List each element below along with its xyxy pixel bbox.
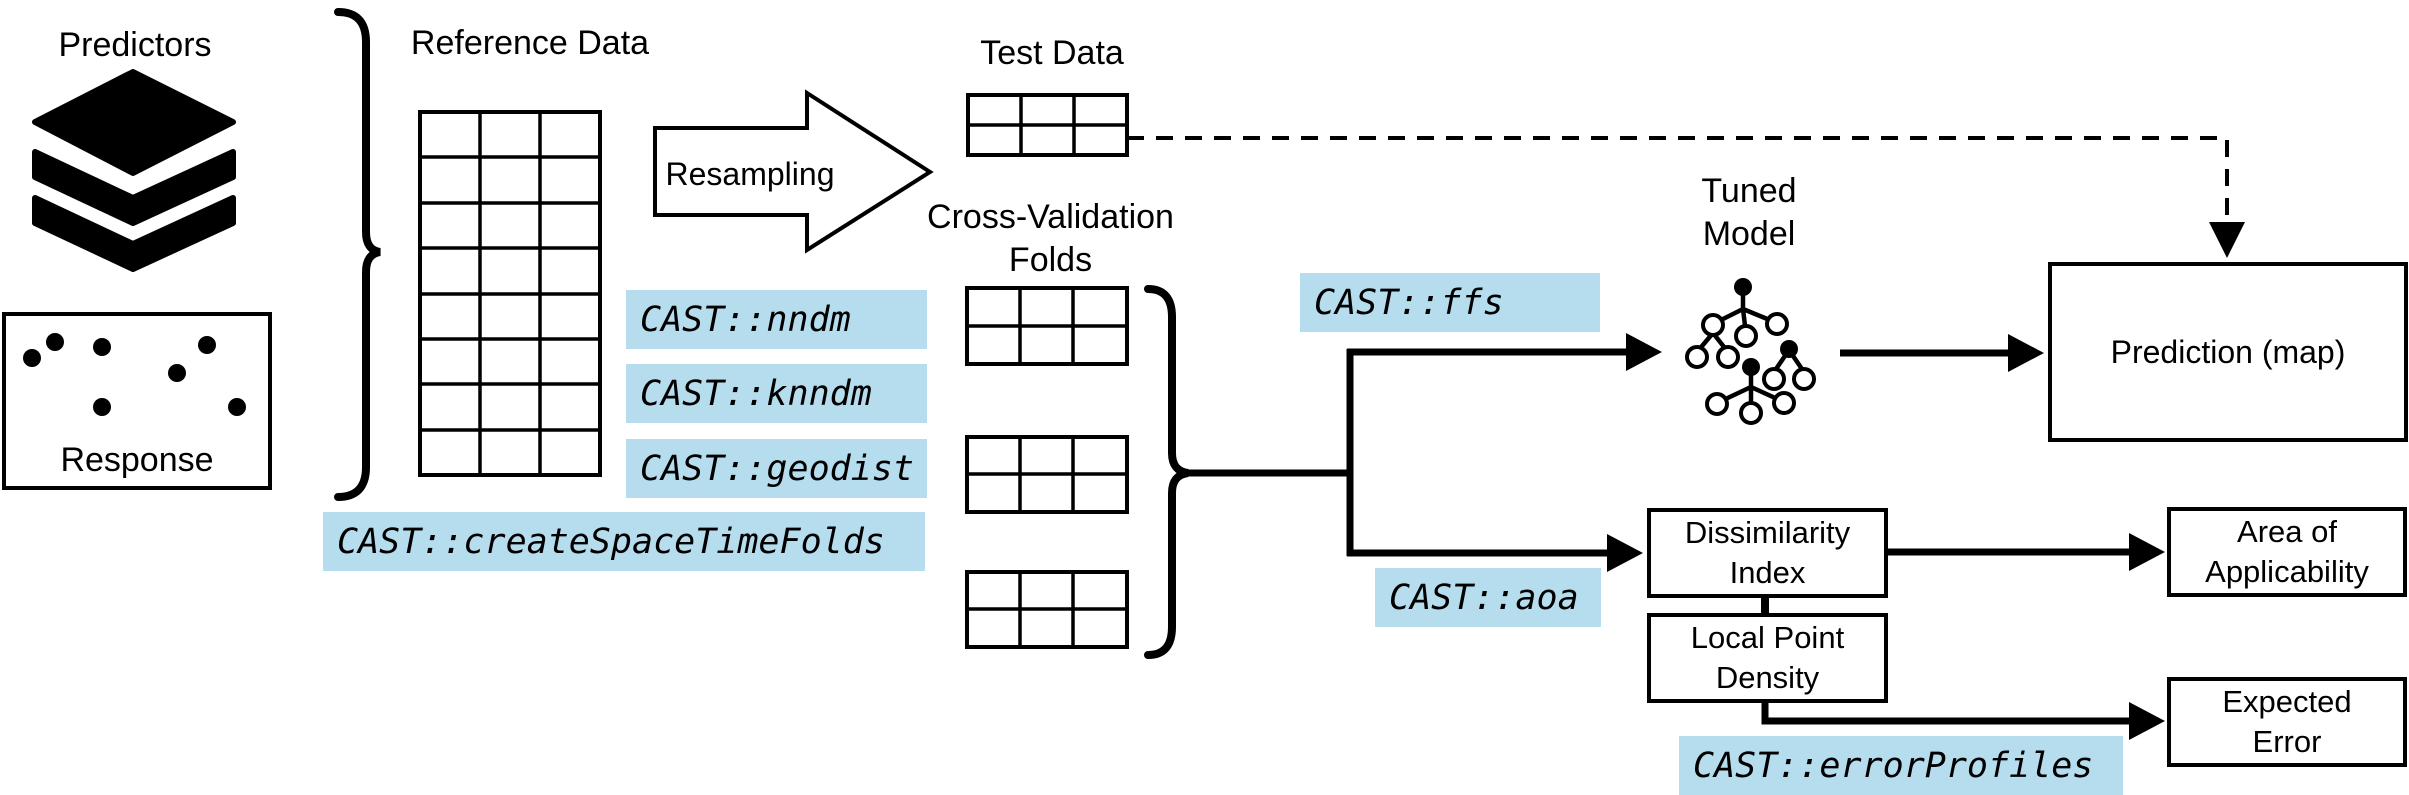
function-label-knndm-text: CAST::knndm bbox=[640, 373, 872, 414]
reference-data-grid bbox=[418, 110, 602, 477]
lpd-to-error-arrowhead bbox=[2129, 702, 2165, 740]
prediction-map-box: Prediction (map) bbox=[2048, 262, 2408, 442]
cv-folds-title: Cross-Validation Folds bbox=[878, 196, 1223, 282]
aoa-branch-arrowhead bbox=[1607, 534, 1643, 572]
expected-error-line2: Error bbox=[2252, 724, 2322, 759]
brace-right-icon bbox=[1144, 285, 1189, 659]
resampling-arrow-shape bbox=[653, 89, 934, 254]
function-label-knndm: CAST::knndm bbox=[626, 364, 927, 423]
local-point-density-line1: Local Point bbox=[1690, 620, 1845, 655]
test-data-grid bbox=[966, 93, 1129, 157]
response-dots-icon bbox=[23, 333, 246, 416]
function-label-error-profiles-text: CAST::errorProfiles bbox=[1693, 745, 2094, 786]
dissimilarity-index-box: Dissimilarity Index bbox=[1647, 508, 1888, 598]
cv-folds-title-line2: Folds bbox=[1008, 241, 1093, 279]
main-flow-lines bbox=[1186, 348, 2129, 725]
function-label-aoa-text: CAST::aoa bbox=[1389, 577, 1579, 618]
brace-left-icon bbox=[334, 8, 381, 501]
flow-arrowheads bbox=[1607, 333, 2165, 740]
function-label-create-space-time-folds-text: CAST::createSpaceTimeFolds bbox=[337, 521, 885, 562]
function-label-nndm: CAST::nndm bbox=[626, 290, 927, 349]
cv-fold-grid-2 bbox=[965, 435, 1129, 514]
tuned-model-title-line1: Tuned bbox=[1701, 172, 1797, 210]
tuned-model-title: Tuned Model bbox=[1649, 170, 1849, 256]
area-of-applicability-box: Area of Applicability bbox=[2167, 507, 2407, 597]
reference-data-title: Reference Data bbox=[410, 24, 650, 62]
resampling-label: Resampling bbox=[665, 156, 835, 192]
response-label: Response bbox=[60, 441, 214, 479]
response-box: Response bbox=[2, 312, 272, 490]
cv-fold-grid-3 bbox=[965, 570, 1129, 649]
test-data-title: Test Data bbox=[980, 34, 1124, 72]
layers-icon bbox=[32, 69, 236, 272]
cv-folds-title-line1: Cross-Validation bbox=[927, 198, 1174, 236]
di-to-aoa-arrowhead bbox=[2129, 533, 2165, 571]
function-label-ffs-text: CAST::ffs bbox=[1314, 282, 1504, 323]
local-point-density-line2: Density bbox=[1715, 660, 1820, 695]
function-label-nndm-text: CAST::nndm bbox=[640, 299, 851, 340]
function-label-geodist: CAST::geodist bbox=[626, 439, 927, 498]
function-label-ffs: CAST::ffs bbox=[1300, 273, 1600, 332]
function-label-geodist-text: CAST::geodist bbox=[640, 448, 914, 489]
ffs-branch-arrowhead bbox=[1626, 333, 1662, 371]
area-of-applicability-line2: Applicability bbox=[2205, 554, 2369, 589]
area-of-applicability-line1: Area of bbox=[2237, 514, 2337, 549]
expected-error-box: Expected Error bbox=[2167, 677, 2407, 767]
tree-model-icon bbox=[1685, 278, 1816, 425]
predictors-title: Predictors bbox=[58, 26, 212, 64]
dissimilarity-index-line2: Index bbox=[1729, 555, 1806, 590]
function-label-error-profiles: CAST::errorProfiles bbox=[1679, 736, 2123, 795]
model-to-prediction-arrowhead bbox=[2008, 334, 2044, 372]
tuned-model-title-line2: Model bbox=[1702, 215, 1796, 253]
local-point-density-box: Local Point Density bbox=[1647, 613, 1888, 703]
prediction-map-label: Prediction (map) bbox=[2110, 334, 2346, 370]
testdata-to-prediction-dashed-arrow bbox=[1127, 136, 2245, 258]
expected-error-line1: Expected bbox=[2222, 684, 2352, 719]
function-label-aoa: CAST::aoa bbox=[1375, 568, 1601, 627]
function-label-create-space-time-folds: CAST::createSpaceTimeFolds bbox=[323, 512, 925, 571]
dissimilarity-index-line1: Dissimilarity bbox=[1684, 515, 1851, 550]
cv-fold-grid-1 bbox=[965, 286, 1129, 366]
